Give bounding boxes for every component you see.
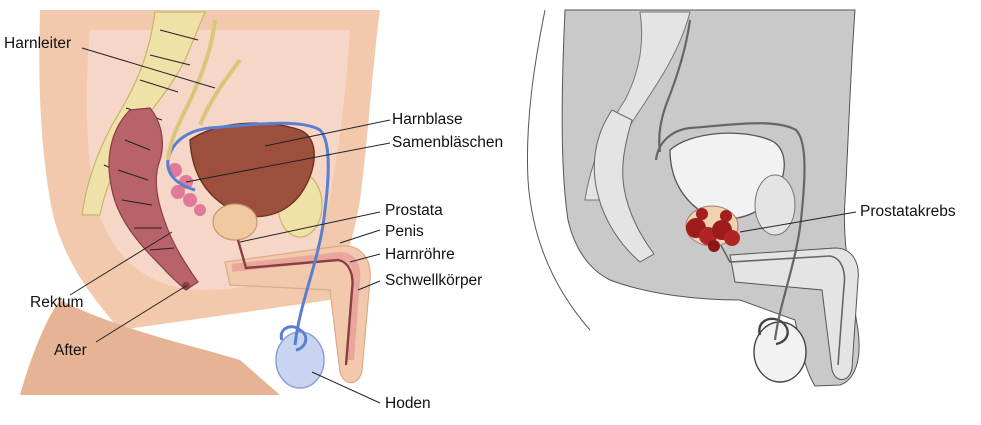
right-urethra: [717, 239, 846, 366]
right-ureter: [658, 19, 692, 153]
right-pubic-bone: [754, 174, 796, 236]
label-after: After: [54, 342, 87, 359]
label-samenblaeschen: Samenbläschen: [392, 134, 503, 151]
prostate: [212, 203, 258, 241]
right-rectum: [593, 109, 655, 263]
vas-deferens: [166, 121, 330, 346]
seminal-vesicles: [168, 163, 206, 216]
ureter: [166, 19, 217, 161]
left-thigh: [20, 300, 280, 395]
urethra: [236, 239, 354, 366]
label-schwellkoerper: Schwellkörper: [385, 272, 482, 289]
right-outer-contour: [526, 9, 591, 331]
label-prostatakrebs: Prostatakrebs: [860, 203, 956, 220]
testis: [275, 331, 325, 389]
ureter-2: [198, 58, 242, 126]
label-harnblase: Harnblase: [392, 111, 463, 128]
right-anatomy-illustration: [526, 9, 860, 387]
label-penis: Penis: [385, 223, 424, 240]
right-epididymis: [758, 317, 789, 346]
right-vas-deferens: [654, 122, 806, 341]
left-anatomy-illustration: [20, 10, 380, 395]
right-penis: [729, 247, 859, 380]
prostate-cancer-tumor: [686, 208, 740, 252]
left-leader-lines: [69, 47, 391, 404]
penis-shaft: [224, 245, 371, 384]
label-harnroehre: Harnröhre: [385, 246, 455, 263]
leader-prostatakrebs: [739, 211, 857, 233]
epididymis: [279, 325, 308, 352]
label-hoden: Hoden: [385, 395, 431, 412]
label-rektum: Rektum: [30, 294, 83, 311]
label-prostata: Prostata: [385, 202, 443, 219]
corpus-cavernosum: [231, 251, 361, 361]
right-testis: [753, 321, 807, 383]
label-harnleiter: Harnleiter: [4, 35, 71, 52]
left-labels: Harnleiter Harnblase Samenbläschen Prost…: [4, 35, 503, 412]
